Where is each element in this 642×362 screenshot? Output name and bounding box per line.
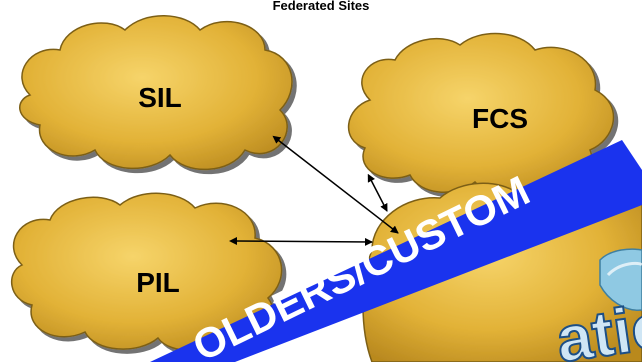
diagram-title: Federated Sites	[272, 0, 370, 13]
cloud-label-fcs: FCS	[472, 103, 528, 134]
swirl-icon	[599, 248, 642, 311]
cloud-sil	[19, 15, 293, 171]
cloud-label-sil: SIL	[138, 82, 182, 113]
cloud-pil	[10, 192, 283, 352]
cloud-label-pil: PIL	[136, 267, 180, 298]
connector-fcs-central	[367, 173, 388, 212]
connector-sil-central	[272, 135, 399, 234]
connector-pil-central	[229, 237, 373, 246]
